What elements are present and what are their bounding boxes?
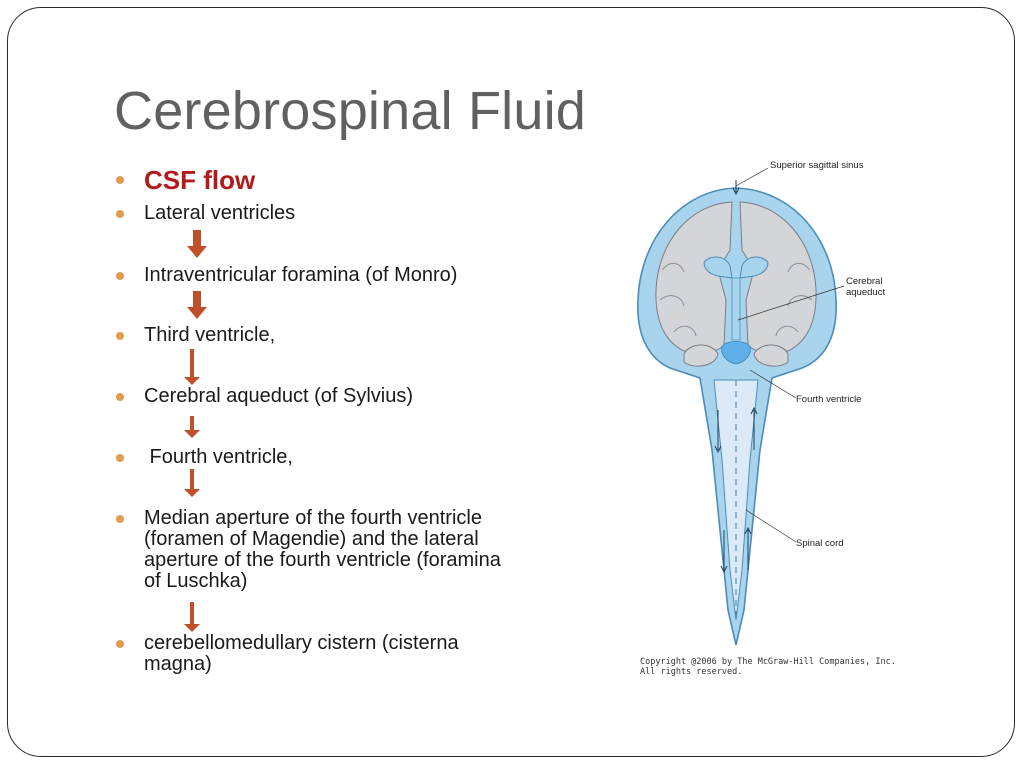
cerebellum-left xyxy=(683,344,719,367)
bullet-dot-icon xyxy=(116,393,124,401)
heading-text: CSF flow xyxy=(144,165,256,195)
csf-flow-list: CSF flow Lateral ventricles Intraventric… xyxy=(116,166,536,675)
third-ventricle xyxy=(731,277,741,341)
bullet-dot-icon xyxy=(116,640,124,648)
label-fourth-ventricle: Fourth ventricle xyxy=(796,394,861,405)
label-cerebral-aqueduct: Cerebral xyxy=(846,276,882,287)
list-item: Intraventricular foramina (of Monro) xyxy=(116,265,536,286)
down-arrow-icon xyxy=(184,602,200,632)
list-item: Cerebral aqueduct (of Sylvius) xyxy=(116,386,536,407)
bullet-dot-icon xyxy=(116,515,124,523)
copyright-line-1: Copyright @2006 by The McGraw-Hill Compa… xyxy=(640,657,896,667)
right-hemisphere xyxy=(739,201,817,354)
label-superior-sagittal-sinus: Superior sagittal sinus xyxy=(770,160,864,171)
list-item: Median aperture of the fourth ventricle … xyxy=(116,508,516,592)
bullet-dot-icon xyxy=(116,176,124,184)
down-arrow-icon xyxy=(187,291,207,319)
copyright-line-2: All rights reserved. xyxy=(640,667,742,677)
down-arrow-icon xyxy=(184,349,200,385)
cerebellum-right xyxy=(753,344,789,367)
bullet-dot-icon xyxy=(116,272,124,280)
label-spinal-cord: Spinal cord xyxy=(796,538,844,549)
bullet-dot-icon xyxy=(116,454,124,462)
down-arrow-icon xyxy=(184,469,200,497)
left-hemisphere xyxy=(655,201,733,354)
slide-frame xyxy=(7,7,1015,757)
bullet-heading: CSF flow xyxy=(116,166,536,194)
bullet-dot-icon xyxy=(116,210,124,218)
list-item: Third ventricle, xyxy=(116,325,536,346)
down-arrow-icon xyxy=(187,230,207,258)
label-cerebral-aqueduct-2: aqueduct xyxy=(846,287,885,298)
list-item: cerebellomedullary cistern (cisterna mag… xyxy=(116,633,516,675)
list-item: Lateral ventricles xyxy=(116,203,536,224)
list-item: Fourth ventricle, xyxy=(116,447,536,468)
bullet-dot-icon xyxy=(116,332,124,340)
csf-circulation-diagram: Superior sagittal sinus Cerebral aqueduc… xyxy=(637,160,896,677)
fourth-ventricle xyxy=(721,341,751,365)
down-arrow-icon xyxy=(184,416,200,438)
slide-title: Cerebrospinal Fluid xyxy=(114,81,587,141)
spinal-cord-shape xyxy=(713,379,759,621)
